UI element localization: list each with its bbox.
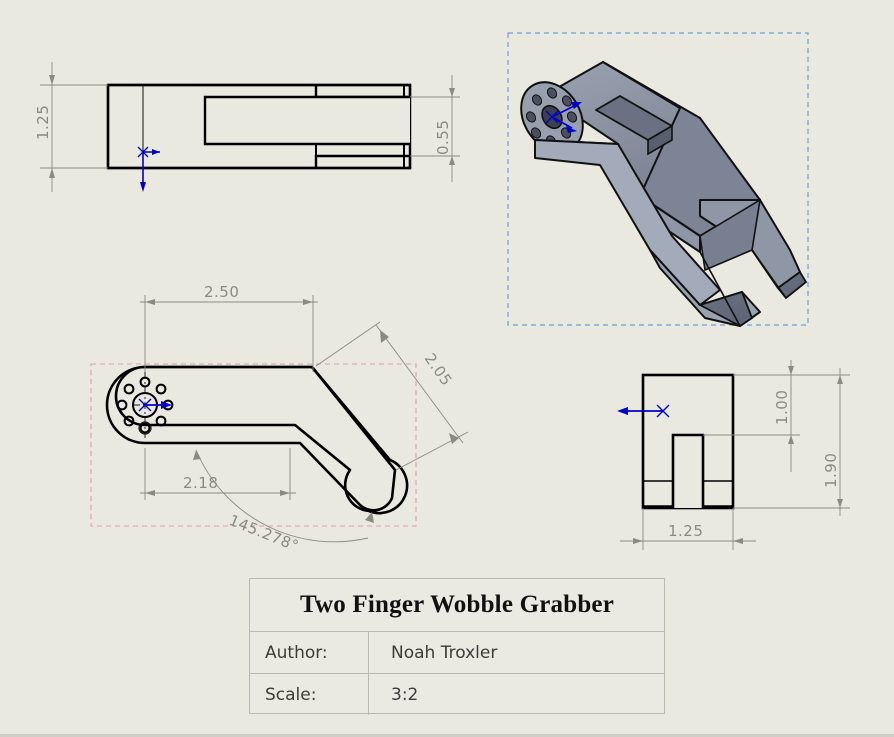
dim-side-angle: 145.278° xyxy=(227,511,302,555)
scale-value: 3:2 xyxy=(391,684,419,705)
drawing-title: Two Finger Wobble Grabber xyxy=(250,579,664,632)
top-view[interactable] xyxy=(106,83,412,192)
scale-label: Scale: xyxy=(250,674,369,715)
dim-side-2-18: 2.18 xyxy=(183,474,218,492)
front-view[interactable] xyxy=(617,373,735,510)
isometric-view[interactable] xyxy=(507,32,809,328)
dim-side-2-50: 2.50 xyxy=(204,283,239,301)
title-block-row-scale: Scale: 3:2 xyxy=(250,674,664,715)
origin-marker-front-view xyxy=(617,404,670,418)
dim-front-1-00: 1.00 xyxy=(773,390,791,425)
dim-front-1-90: 1.90 xyxy=(822,453,840,488)
origin-marker-side-view xyxy=(138,398,172,412)
origin-marker-top-view xyxy=(137,85,160,192)
front-view-dimensions: 1.00 1.90 1.25 xyxy=(620,360,850,550)
author-value: Noah Troxler xyxy=(391,642,498,663)
side-profile-view[interactable] xyxy=(90,363,417,527)
origin-marker-iso-view xyxy=(545,102,582,133)
dim-front-1-25: 1.25 xyxy=(668,522,703,540)
dim-top-0-55: 0.55 xyxy=(434,120,452,155)
dim-side-2-05: 2.05 xyxy=(421,350,456,389)
iso-selection-box xyxy=(507,32,809,326)
side-profile-dimensions: 2.50 2.05 2.18 145.278° xyxy=(140,283,469,555)
title-block[interactable]: Two Finger Wobble Grabber Author: Noah T… xyxy=(249,578,665,715)
dim-top-1-25: 1.25 xyxy=(34,105,52,140)
side-profile-selection-box xyxy=(90,363,417,527)
title-block-row-author: Author: Noah Troxler xyxy=(250,632,664,674)
author-label: Author: xyxy=(250,632,369,673)
top-view-dimensions: 1.25 0.55 xyxy=(34,62,460,192)
